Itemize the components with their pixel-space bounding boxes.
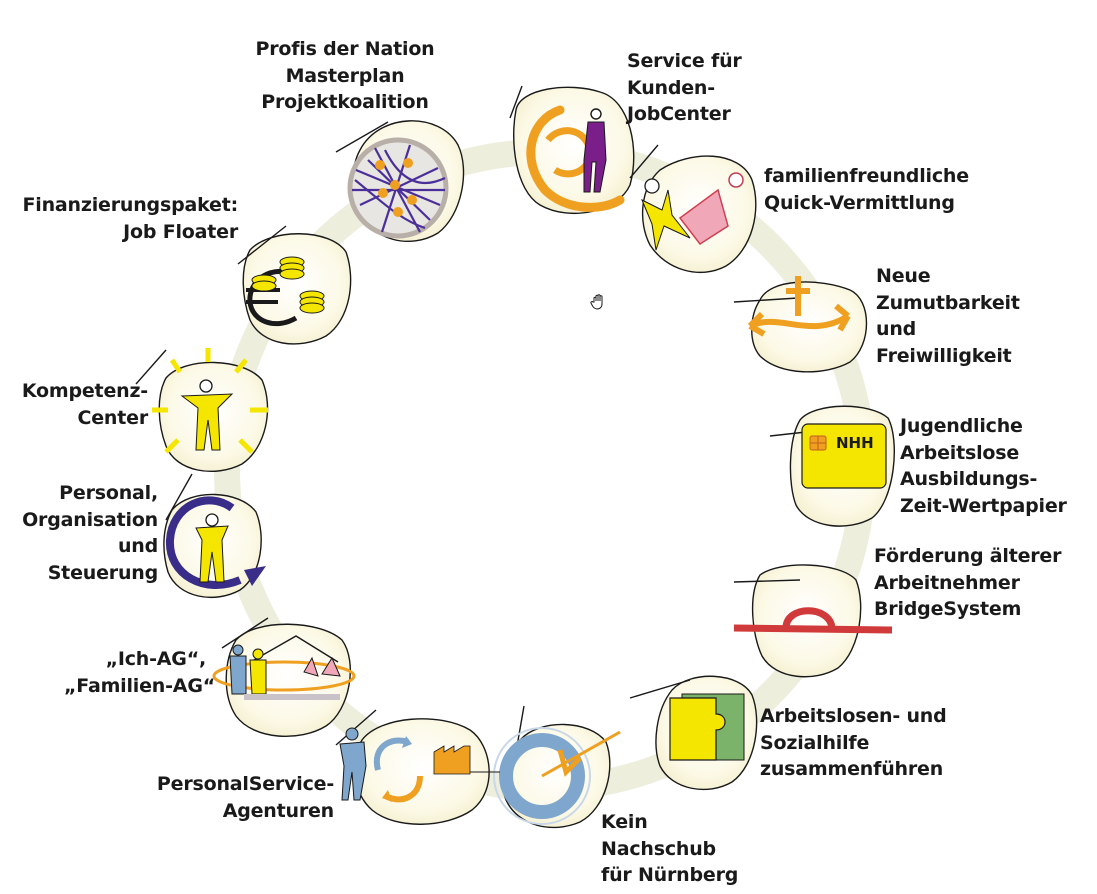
person-circle-icon bbox=[165, 496, 266, 589]
pointer-line bbox=[221, 617, 269, 649]
pointer-line bbox=[509, 85, 523, 119]
label-nuernberg: Kein Nachschub für Nürnberg bbox=[601, 811, 739, 886]
double-arrow-icon bbox=[747, 276, 851, 337]
module-finanzierung bbox=[237, 225, 352, 345]
label-finanzierung: Finanzierungspaket: Job Floater bbox=[22, 194, 239, 243]
label-sozialhilfe: Arbeitslosen- und Sozialhilfe zusammenfü… bbox=[760, 705, 947, 780]
pointer-line bbox=[165, 473, 193, 521]
service-person-icon bbox=[526, 105, 625, 212]
module-jugendliche bbox=[769, 405, 895, 527]
module-aeltere bbox=[733, 564, 893, 678]
family-house-icon bbox=[212, 635, 356, 700]
pointer-line bbox=[135, 349, 167, 385]
module-psa bbox=[335, 709, 500, 825]
pointer-line bbox=[733, 297, 799, 303]
pointer-line bbox=[733, 579, 801, 583]
label-service: Service für Kunden- JobCenter bbox=[627, 50, 742, 125]
pointer-line bbox=[335, 121, 389, 153]
figures-diamond-icon bbox=[641, 172, 744, 251]
bridge-icon bbox=[733, 607, 893, 634]
label-personal-org: Personal, Organisation und Steuerung bbox=[22, 482, 158, 584]
pointer-line bbox=[335, 709, 377, 746]
label-kompetenz: Kompetenz- Center bbox=[21, 380, 148, 429]
label-zumutbarkeit: Neue Zumutbarkeit und Freiwilligkeit bbox=[876, 265, 1020, 367]
module-kompetenz bbox=[135, 348, 269, 472]
radiant-person-icon bbox=[152, 348, 268, 454]
label-familien-quick: familienfreundliche Quick-Vermittlung bbox=[764, 165, 969, 214]
label-ich-ag: „Ich-AG“, „Familien-AG“ bbox=[64, 648, 215, 697]
module-service bbox=[509, 85, 635, 215]
module-familien-quick bbox=[629, 144, 757, 274]
module-zumutbarkeit bbox=[733, 276, 868, 373]
label-psa: PersonalService- Agenturen bbox=[156, 773, 334, 822]
module-ich-ag bbox=[212, 617, 356, 737]
module-personal-org bbox=[163, 473, 266, 598]
puzzle-icon bbox=[669, 693, 745, 761]
module-profis bbox=[335, 120, 465, 242]
pointer-line bbox=[629, 144, 659, 179]
label-jugendliche: Jugendliche Arbeitslose Ausbildungs- Zei… bbox=[900, 415, 1067, 517]
euro-coins-icon bbox=[246, 256, 325, 327]
chip-card-icon bbox=[801, 423, 887, 489]
module-aeltere-blob bbox=[751, 564, 862, 678]
module-sozialhilfe bbox=[629, 675, 758, 791]
nhh-card-text: NHH bbox=[836, 434, 874, 452]
module-nuernberg bbox=[493, 705, 621, 829]
target-arrow-icon bbox=[493, 727, 621, 825]
network-globe-icon bbox=[347, 137, 449, 239]
module-finanzierung-blob bbox=[242, 233, 352, 345]
person-cycle-factory-icon bbox=[339, 727, 500, 803]
pointer-line bbox=[629, 679, 691, 699]
label-profis: Profis der Nation Masterplan Projektkoal… bbox=[255, 38, 435, 113]
pointer-line bbox=[237, 225, 287, 265]
label-aeltere: Förderung älterer Arbeitnehmer BridgeSys… bbox=[874, 545, 1062, 620]
hand-cursor-icon bbox=[590, 294, 603, 310]
